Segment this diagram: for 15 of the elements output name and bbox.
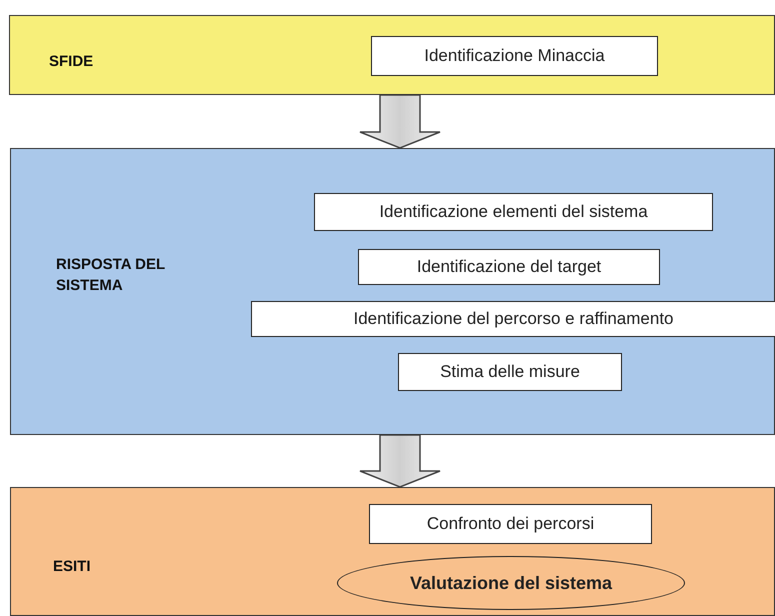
step-box: Identificazione del percorso e raffinamento — [251, 301, 775, 337]
stage-heading: RISPOSTA DEL SISTEMA — [56, 255, 166, 296]
block-arrow — [359, 434, 441, 488]
result-ellipse: Valutazione del sistema — [337, 556, 685, 610]
step-box: Identificazione Minaccia — [371, 36, 658, 76]
step-box: Stima delle misure — [398, 353, 622, 391]
step-box: Identificazione del target — [358, 249, 660, 285]
block-arrow — [359, 94, 441, 149]
stage-band — [9, 15, 775, 95]
stage-heading: ESITI — [53, 557, 92, 577]
stage-heading: SFIDE — [49, 52, 94, 72]
step-box: Identificazione elementi del sistema — [314, 193, 713, 231]
stage-band — [10, 148, 775, 435]
stage-band — [10, 487, 775, 616]
step-box: Confronto dei percorsi — [369, 504, 652, 544]
